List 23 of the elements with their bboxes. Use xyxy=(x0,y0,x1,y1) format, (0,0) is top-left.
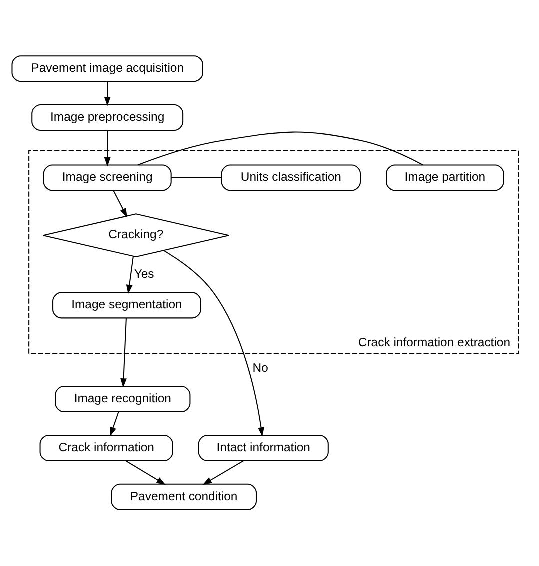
arrow xyxy=(126,256,134,294)
arrow xyxy=(202,460,244,486)
node-box: Units classification xyxy=(221,164,362,192)
arrow xyxy=(120,318,127,388)
edge-label: Yes xyxy=(134,267,154,282)
node-box: Image segmentation xyxy=(52,292,202,319)
node-box: Crack information xyxy=(40,434,174,462)
node-box: Pavement image acquisition xyxy=(12,56,204,82)
arrow xyxy=(164,250,264,437)
arrow xyxy=(113,190,128,218)
node-box: Image recognition xyxy=(55,386,191,413)
node-box: Pavement condition xyxy=(111,484,257,510)
node-box: Image preprocessing xyxy=(32,104,184,132)
node-box: Intact information xyxy=(198,434,329,462)
arrow xyxy=(110,412,120,437)
connector xyxy=(171,177,222,178)
arrow xyxy=(104,82,111,106)
node-diamond: Cracking? xyxy=(42,214,230,258)
arrow xyxy=(104,130,111,167)
edge-label: No xyxy=(252,360,268,375)
node-box: Image screening xyxy=(43,164,172,192)
arrow xyxy=(126,460,166,486)
node-box: Image partition xyxy=(386,164,504,192)
